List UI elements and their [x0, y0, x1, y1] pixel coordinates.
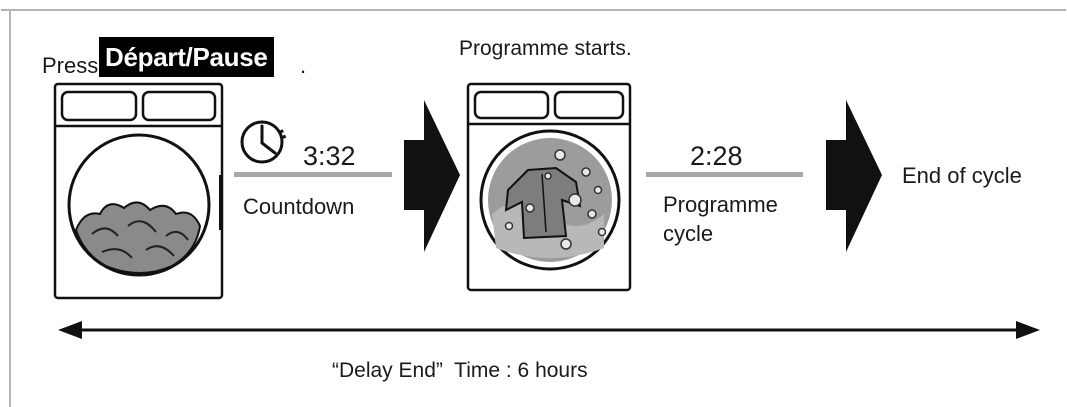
page-frame	[1, 9, 1066, 407]
right-arrow-icon-1	[404, 100, 460, 252]
bubbles	[504, 149, 607, 250]
delay-end-span-arrow	[58, 321, 1040, 339]
press-period: .	[300, 53, 307, 78]
press-label: Press	[42, 53, 99, 78]
countdown-label: Countdown	[243, 194, 355, 219]
delay-end-time-label: “Delay End” Time : 6 hours	[332, 359, 588, 382]
programme-cycle-bar	[646, 172, 803, 177]
countdown-time: 3:32	[303, 141, 356, 171]
clock-icon	[240, 120, 287, 164]
programme-cycle-label-2: cycle	[663, 221, 714, 246]
programme-cycle-label-1: Programme	[663, 192, 778, 217]
depart-pause-button[interactable]: Départ/Pause	[99, 37, 274, 77]
washing-machine-icon-idle	[53, 82, 224, 300]
washing-machine-icon-running	[466, 82, 632, 292]
right-arrow-icon-2	[826, 100, 882, 252]
laundry-pile	[74, 201, 202, 274]
programme-cycle-time: 2:28	[690, 141, 743, 171]
countdown-bar	[234, 172, 392, 177]
shirt-in-drum	[504, 166, 582, 240]
end-of-cycle-label: End of cycle	[902, 163, 1022, 188]
programme-starts-caption: Programme starts.	[459, 37, 632, 60]
